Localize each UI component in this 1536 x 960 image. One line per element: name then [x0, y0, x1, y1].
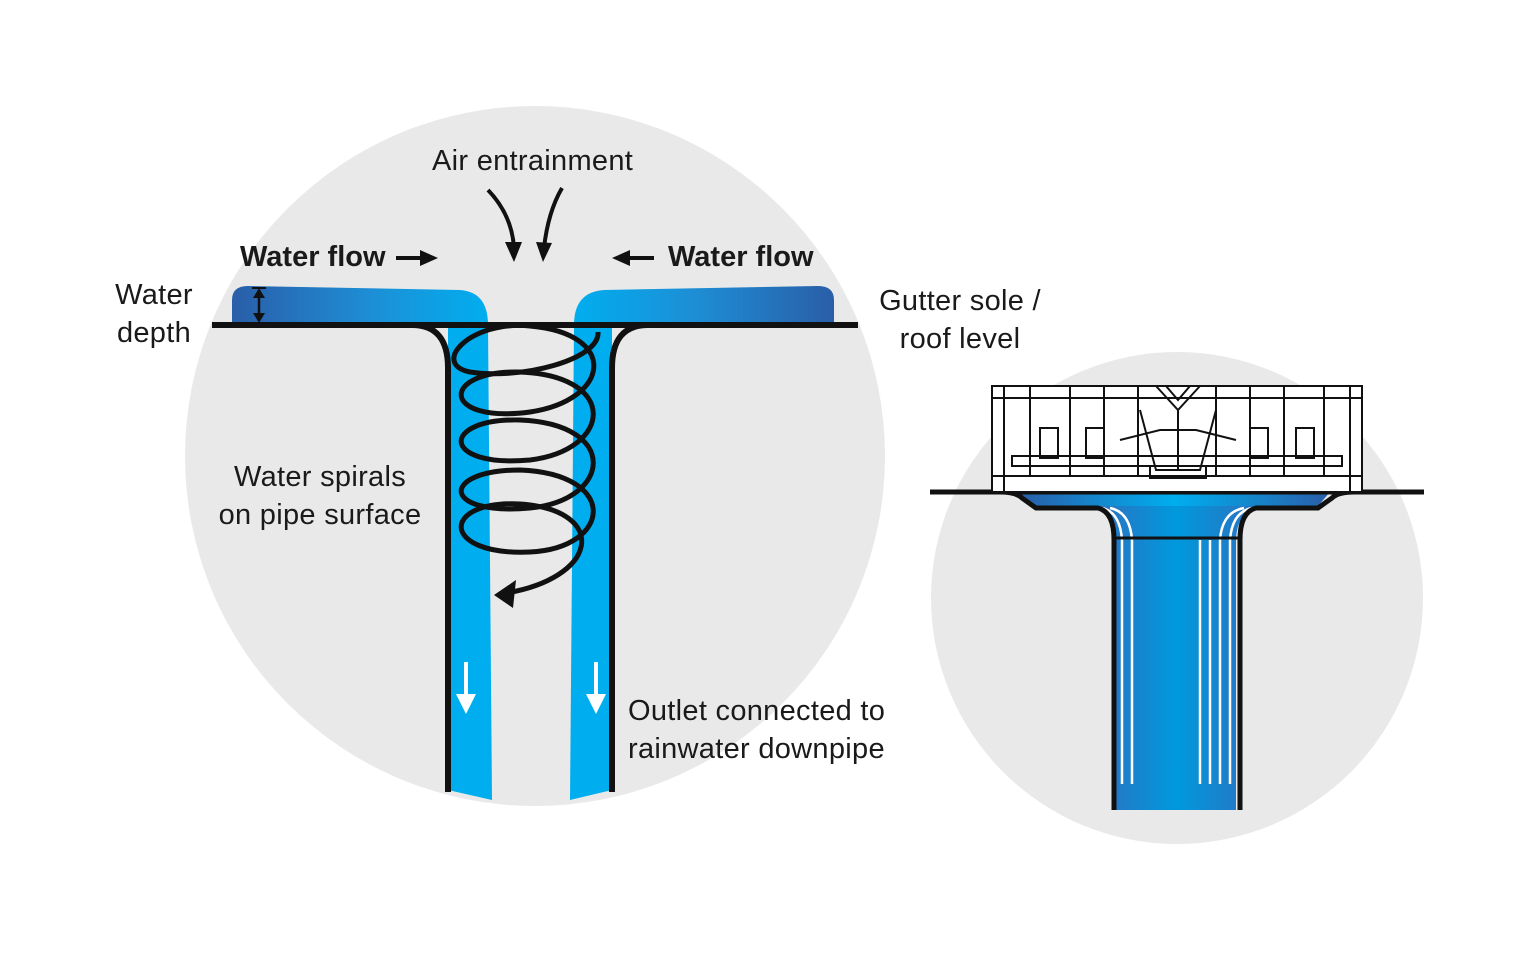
arrow-down-icon: [456, 662, 476, 714]
water-depth-label: Water depth: [115, 279, 193, 349]
air-entrainment-label: Air entrainment: [432, 145, 634, 177]
spiral-flow-path: [451, 322, 601, 597]
water-flow-label-right: Water flow: [668, 241, 814, 273]
water-sheet-right: [574, 286, 834, 325]
water-spirals-label: Water spirals on pipe surface: [218, 461, 422, 531]
curved-arrow-down-icon: [536, 186, 564, 262]
outlet-grate: [991, 385, 1363, 493]
curved-arrow-left-icon: [494, 580, 516, 608]
outlet-water-bowl: [1018, 492, 1330, 506]
water-sheet-left: [232, 286, 488, 325]
water-film-right-wall: [570, 325, 612, 800]
double-arrow-vertical-icon: [252, 287, 266, 323]
pipe-wall-left: [411, 322, 451, 792]
water-flow-label-left: Water flow: [240, 241, 386, 273]
pipe-wall-right: [609, 322, 649, 792]
water-film-left-wall: [448, 325, 492, 800]
background-circle-left: [185, 106, 885, 806]
arrow-down-icon: [586, 662, 606, 714]
curved-arrow-down-icon: [486, 188, 522, 262]
arrow-left-icon: [612, 250, 654, 266]
outlet-label: Outlet connected to rainwater downpipe: [628, 695, 886, 765]
gutter-sole-label: Gutter sole / roof level: [879, 285, 1041, 355]
arrow-right-icon: [396, 250, 438, 266]
